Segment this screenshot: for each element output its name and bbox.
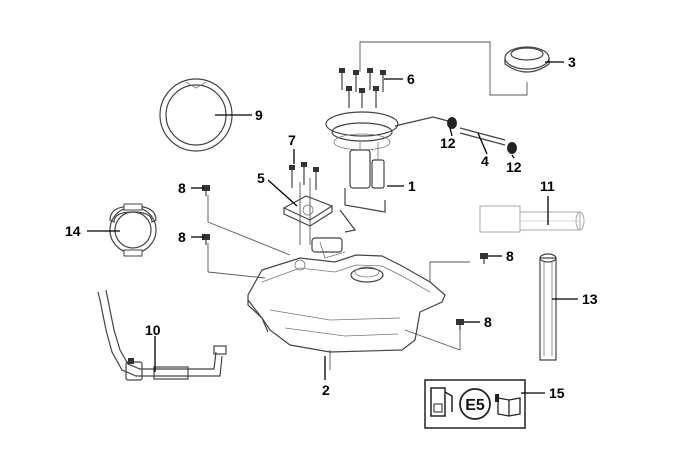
callout-1: 1 xyxy=(408,178,416,194)
fuel-grade-text: E5 xyxy=(465,397,485,414)
filter-part-11 xyxy=(479,205,585,233)
manual-book-icon xyxy=(495,394,521,417)
callout-14: 14 xyxy=(65,223,81,239)
callout-15: 15 xyxy=(549,385,565,401)
callout-13: 13 xyxy=(582,291,598,307)
callout-labels: 3 6 9 12 4 12 7 1 11 5 8 8 14 8 13 8 10 … xyxy=(65,54,598,401)
callout-8d: 8 xyxy=(484,314,492,330)
fuel-pump-part-1 xyxy=(339,142,386,233)
callout-12b: 12 xyxy=(506,159,522,175)
callout-leaders xyxy=(87,61,578,394)
bolt-part-8b xyxy=(202,234,210,245)
callout-8a: 8 xyxy=(178,180,186,196)
guide-lines xyxy=(207,41,528,370)
e5-badge-icon: E5 xyxy=(459,388,491,420)
fuel-label-part-15: E5 xyxy=(424,379,526,429)
clamp-part-12a xyxy=(447,117,457,129)
screws-part-7 xyxy=(289,162,319,190)
callout-8b: 8 xyxy=(178,229,186,245)
callout-4: 4 xyxy=(481,153,489,169)
callout-3: 3 xyxy=(568,54,576,70)
callout-12a: 12 xyxy=(440,135,456,151)
callout-7: 7 xyxy=(288,132,296,148)
breather-hose-part-10 xyxy=(97,289,227,381)
callout-9: 9 xyxy=(255,107,263,123)
tube-part-13 xyxy=(539,253,557,361)
callout-11: 11 xyxy=(540,178,555,194)
callout-5: 5 xyxy=(257,170,265,186)
bolt-part-8d xyxy=(456,319,464,330)
bolts-part-6 xyxy=(339,68,386,108)
callout-10: 10 xyxy=(145,322,161,338)
fuel-pump-icon xyxy=(430,387,453,417)
callout-8c: 8 xyxy=(506,248,514,264)
callout-6: 6 xyxy=(407,71,415,87)
fuel-tank-part-2 xyxy=(247,237,446,353)
fuel-hose-part-4 xyxy=(394,116,506,146)
locking-ring-part-14 xyxy=(109,203,157,257)
callout-2: 2 xyxy=(322,382,330,398)
pump-flange xyxy=(325,111,399,151)
bolt-part-8a xyxy=(202,185,210,196)
clamp-part-12b xyxy=(507,142,517,154)
cap-part-3 xyxy=(504,46,550,73)
bolt-part-8c xyxy=(480,253,488,264)
sender-unit-part-5 xyxy=(282,195,334,227)
